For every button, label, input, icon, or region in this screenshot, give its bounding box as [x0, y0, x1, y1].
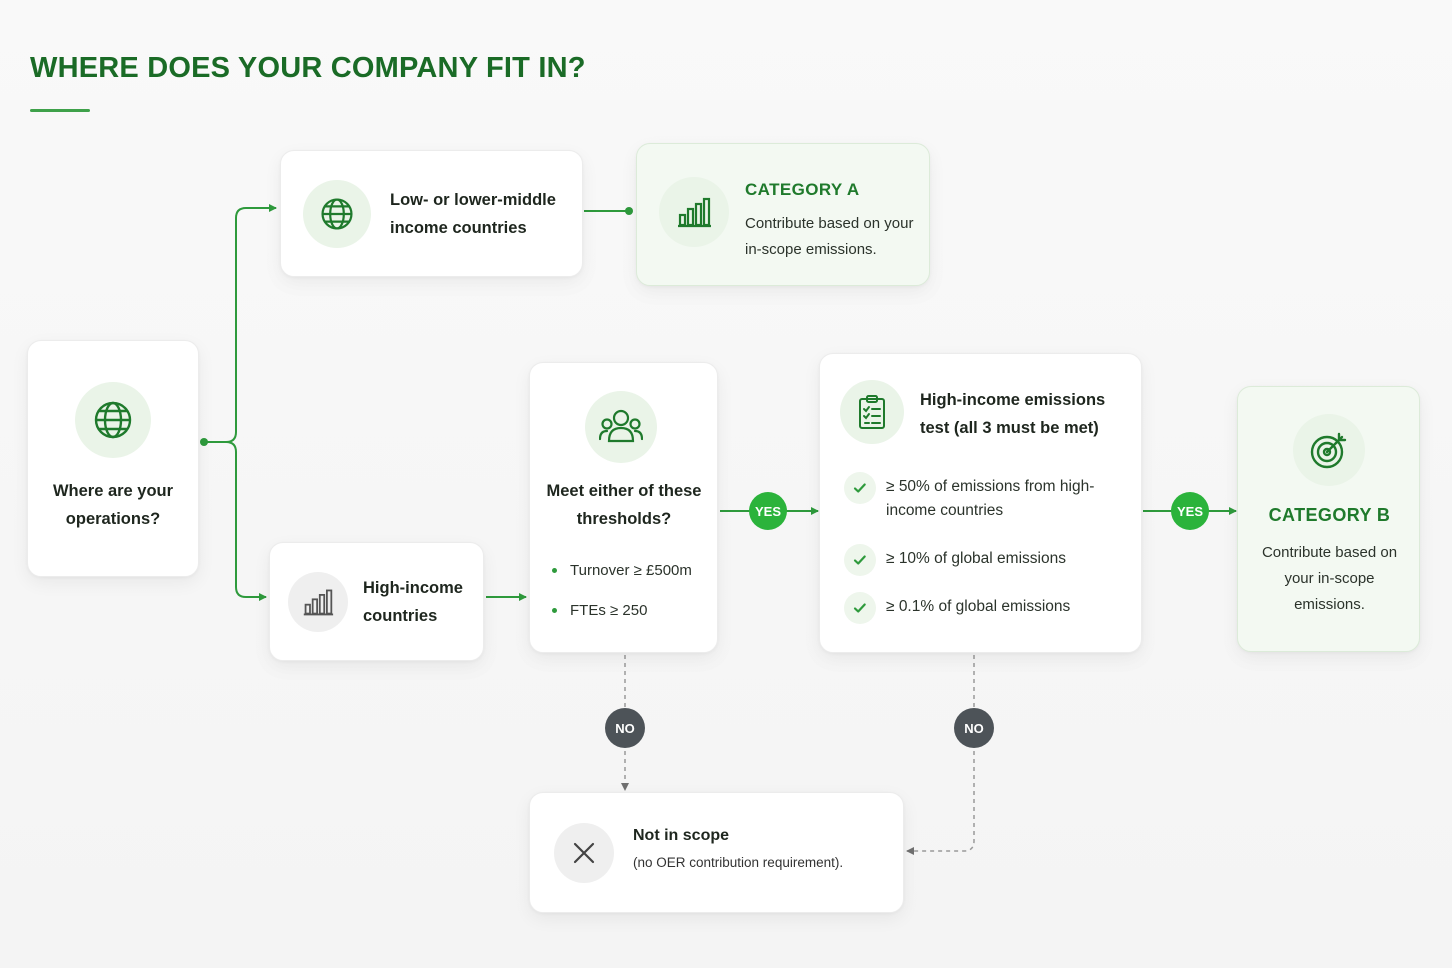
no-badge: NO: [954, 708, 994, 748]
category-a-description: Contribute based on your in-scope emissi…: [745, 215, 914, 258]
threshold-item: FTEs ≥ 250: [552, 602, 647, 619]
bullet-dot: [552, 608, 557, 613]
operations-question-card: Where are your operations?: [27, 340, 199, 577]
not-in-scope-card: Not in scope (no OER contribution requir…: [529, 792, 904, 913]
threshold-item-text: FTEs ≥ 250: [570, 602, 648, 619]
category-b-description: Contribute based on your in-scope emissi…: [1261, 544, 1398, 613]
operations-question-label: Where are your operations?: [52, 482, 174, 528]
high-income-label: High-income countries: [363, 579, 463, 625]
page-title: WHERE DOES YOUR COMPANY FIT IN?: [30, 52, 586, 84]
category-b-title: CATEGORY B: [1268, 505, 1391, 525]
criterion-text: ≥ 10% of global emissions: [886, 550, 1066, 567]
high-income-card: High-income countries: [269, 542, 484, 661]
threshold-item-text: Turnover ≥ £500m: [570, 562, 692, 579]
not-in-scope-description: (no OER contribution requirement).: [633, 855, 844, 870]
not-in-scope-title: Not in scope: [633, 827, 730, 844]
criterion-row: ≥ 0.1% of global emissions: [844, 592, 1116, 624]
check-icon: [844, 472, 876, 504]
low-income-label: Low- or lower-middle income countries: [390, 191, 556, 237]
category-a-card: CATEGORY A Contribute based on your in-s…: [636, 143, 930, 286]
emissions-test-card: High-income emissions test (all 3 must b…: [819, 353, 1142, 653]
criterion-text: ≥ 0.1% of global emissions: [886, 598, 1071, 615]
target-icon: [1293, 414, 1365, 486]
emissions-test-title: High-income emissions test (all 3 must b…: [920, 391, 1106, 437]
criterion-text: ≥ 50% of emissions from high-income coun…: [886, 478, 1095, 519]
connector-no-emissions: [906, 655, 975, 855]
no-badge: NO: [605, 708, 645, 748]
globe-icon: [303, 180, 371, 248]
close-icon: [554, 823, 614, 883]
category-b-card: CATEGORY B Contribute based on your in-s…: [1237, 386, 1420, 652]
connector-to-high-income: [204, 441, 267, 601]
people-icon: [585, 391, 657, 463]
bar-chart-icon: [288, 572, 348, 632]
clipboard-checklist-icon: [840, 380, 904, 444]
category-a-title: CATEGORY A: [745, 180, 860, 199]
criterion-row: ≥ 10% of global emissions: [844, 544, 1116, 576]
check-icon: [844, 544, 876, 576]
bar-chart-icon: [659, 177, 729, 247]
thresholds-card: Meet either of these thresholds? Turnove…: [529, 362, 718, 653]
connector-to-low-income: [204, 204, 277, 443]
threshold-item: Turnover ≥ £500m: [552, 562, 692, 579]
criterion-row: ≥ 50% of emissions from high-income coun…: [844, 472, 1106, 523]
bullet-dot: [552, 568, 557, 573]
check-icon: [844, 592, 876, 624]
thresholds-question: Meet either of these thresholds?: [546, 482, 702, 528]
yes-badge: YES: [749, 492, 787, 530]
yes-badge: YES: [1171, 492, 1209, 530]
low-income-card: Low- or lower-middle income countries: [280, 150, 583, 277]
title-underline: [30, 109, 90, 112]
globe-icon: [75, 382, 151, 458]
